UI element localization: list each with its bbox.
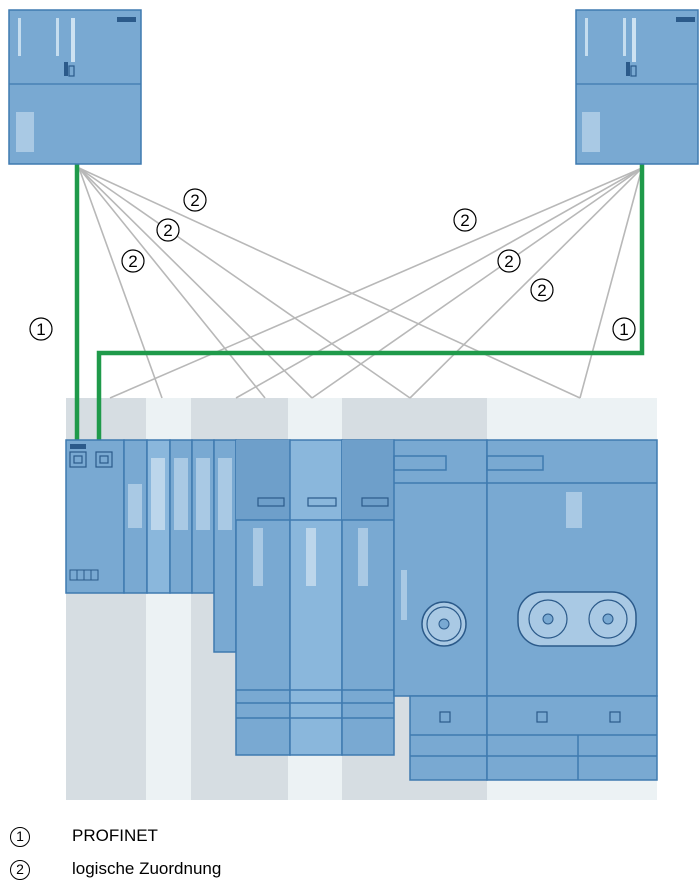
callout-profinet-left: 1	[29, 317, 53, 341]
svg-text:2: 2	[460, 211, 469, 230]
logical-assignment-lines	[78, 167, 643, 399]
callout-logical-3: 2	[121, 249, 145, 273]
legend-number: 1	[10, 827, 30, 847]
svg-text:2: 2	[504, 252, 513, 271]
system-diagram: 1 1 2 2 2 2 2 2	[8, 9, 699, 800]
io-modules	[123, 439, 237, 653]
power-module-2	[486, 439, 658, 781]
svg-text:2: 2	[163, 221, 172, 240]
legend-item-logical-assignment: 2 logische Zuordnung	[0, 857, 699, 887]
callout-logical-2: 2	[156, 218, 180, 242]
svg-text:1: 1	[36, 320, 45, 339]
callout-logical-4: 2	[453, 208, 477, 232]
motor-module-1	[235, 439, 291, 756]
callout-profinet-right: 1	[612, 317, 636, 341]
motor-module-3	[341, 439, 395, 756]
callout-logical-6: 2	[530, 278, 554, 302]
svg-text:1: 1	[619, 320, 628, 339]
controller-right	[575, 9, 699, 165]
motor-module-2	[289, 439, 343, 756]
profinet-lines	[74, 164, 645, 443]
svg-text:2: 2	[128, 252, 137, 271]
callouts: 1 1 2 2 2 2 2 2	[29, 188, 636, 341]
controller-left	[8, 9, 142, 165]
control-unit	[65, 439, 125, 594]
svg-text:2: 2	[537, 281, 546, 300]
legend-item-profinet: 1 PROFINET	[0, 824, 699, 854]
legend-number: 2	[10, 860, 30, 880]
legend-text: logische Zuordnung	[72, 859, 222, 878]
svg-text:2: 2	[190, 191, 199, 210]
legend-text: PROFINET	[72, 826, 158, 845]
callout-logical-5: 2	[497, 249, 521, 273]
callout-logical-1: 2	[183, 188, 207, 212]
power-module-1	[393, 439, 488, 781]
device-lineup	[65, 439, 658, 781]
